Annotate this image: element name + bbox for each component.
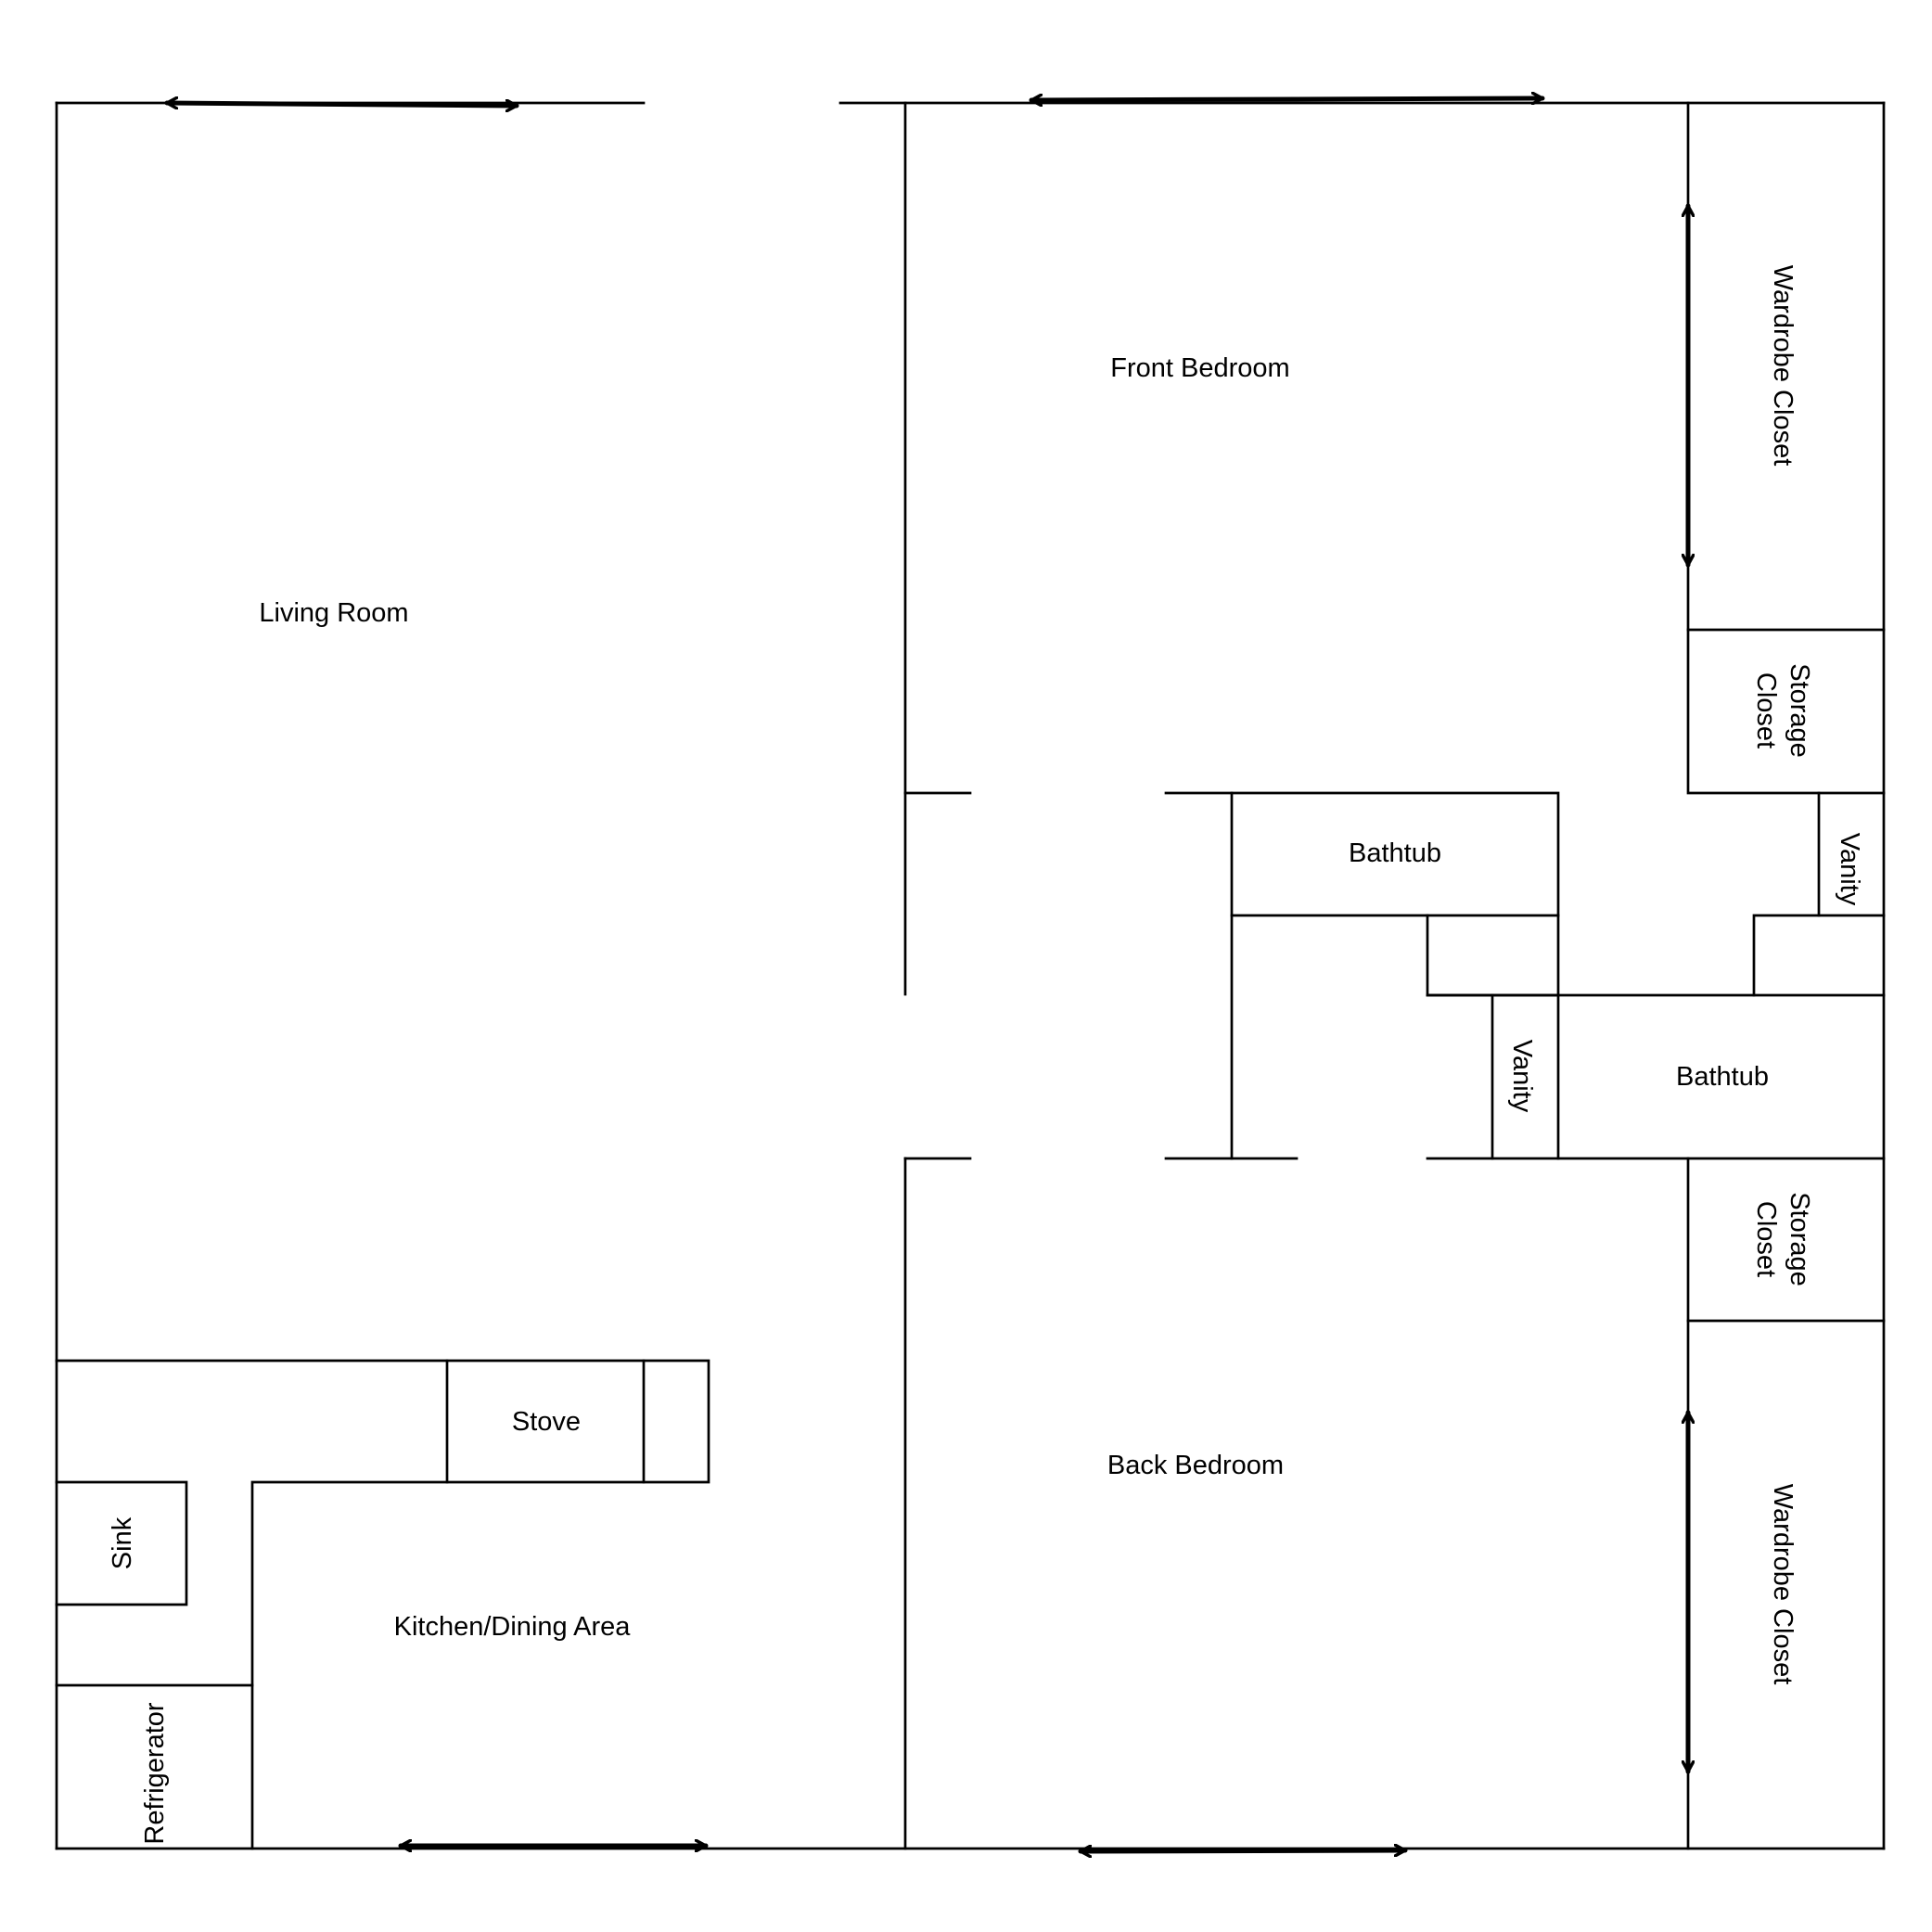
fixture-labels: Stove Bathtub Bathtub Sink Refrigerator … [108, 833, 1864, 1845]
front-bedroom-label: Front Bedroom [1110, 353, 1289, 383]
back-storage-closet-line-1: Storage [1785, 1192, 1814, 1286]
exterior-walls [55, 101, 1886, 1850]
room-labels: Living Room Front Bedroom Back Bedroom K… [259, 353, 1289, 1642]
refrigerator-label: Refrigerator [140, 1702, 170, 1844]
back-storage-closet-line-2: Closet [1751, 1201, 1781, 1277]
vanity-lower-label: Vanity [1507, 1040, 1537, 1113]
sliding-door-arrows [164, 98, 1688, 1851]
bathtub-upper-label: Bathtub [1349, 838, 1441, 868]
interior-walls [55, 101, 1886, 1850]
sink-label: Sink [108, 1516, 137, 1569]
closet-labels: Wardrobe Closet Wardrobe Closet Storage … [1751, 265, 1814, 1685]
front-storage-closet-label: Storage Closet [1751, 663, 1814, 758]
sliding-door-arrow-icon [164, 103, 519, 106]
kitchen-dining-label: Kitchen/Dining Area [394, 1612, 632, 1642]
front-wardrobe-closet-label: Wardrobe Closet [1768, 265, 1798, 467]
back-bedroom-label: Back Bedroom [1107, 1451, 1284, 1480]
back-wardrobe-closet-label: Wardrobe Closet [1768, 1484, 1798, 1685]
vanity-upper-box [1752, 914, 1886, 997]
bathtub-lower-label: Bathtub [1676, 1062, 1769, 1092]
sliding-door-arrow-icon [1029, 98, 1545, 100]
stove-label: Stove [512, 1407, 581, 1437]
sliding-door-arrow-icon [1078, 1850, 1408, 1851]
sink-box [55, 1480, 188, 1606]
living-room-label: Living Room [259, 598, 408, 628]
counter-top [55, 1359, 710, 1850]
bath-small-box [1426, 914, 1560, 997]
front-storage-closet-line-2: Closet [1751, 672, 1781, 748]
back-storage-closet-label: Storage Closet [1751, 1192, 1814, 1286]
front-storage-closet-line-1: Storage [1785, 663, 1814, 758]
vanity-upper-label: Vanity [1835, 833, 1864, 906]
